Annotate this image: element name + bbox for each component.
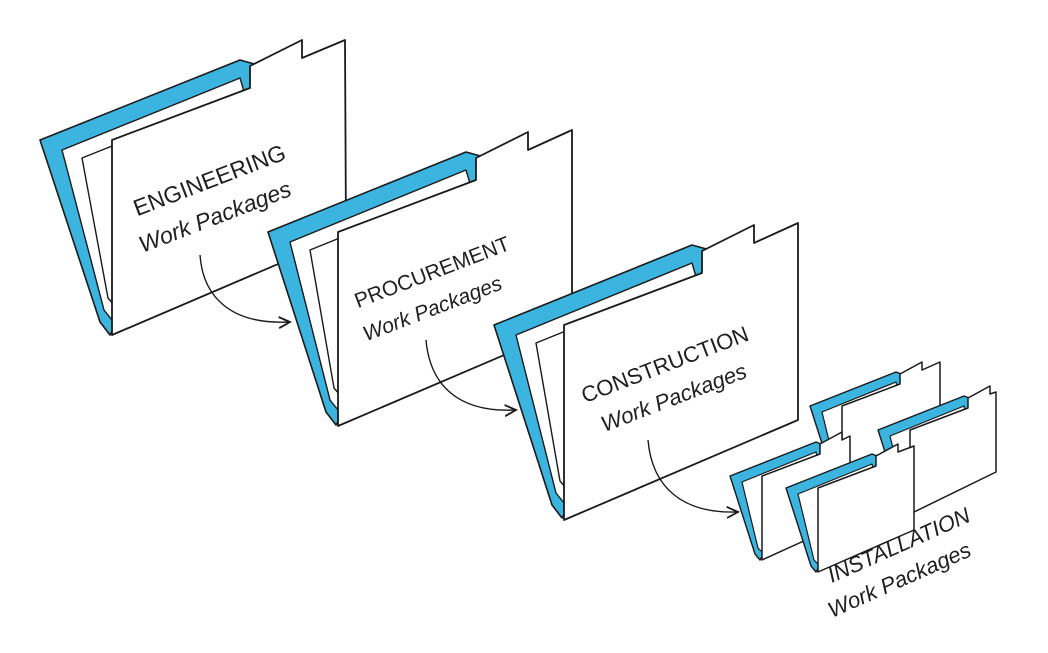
folder-front-cover: [337, 129, 573, 427]
arrow-procurement-to-construction: [425, 339, 516, 410]
folder-installation-4: [785, 443, 915, 573]
folder-front-cover: [111, 39, 347, 336]
flow-arrows: [199, 254, 738, 512]
arrow-engineering-to-procurement: [199, 254, 290, 322]
folder-procurement: PROCUREMENT Work Packages: [267, 129, 573, 427]
folder-front-cover: [563, 222, 799, 521]
arrow-construction-to-installation: [647, 439, 738, 512]
folder-construction: CONSTRUCTION Work Packages: [493, 222, 799, 521]
folder-engineering: ENGINEERING Work Packages: [39, 39, 347, 336]
installation-folder-group: INSTALLATION Work Packages: [729, 361, 997, 623]
folder-installation-2: [877, 385, 997, 515]
